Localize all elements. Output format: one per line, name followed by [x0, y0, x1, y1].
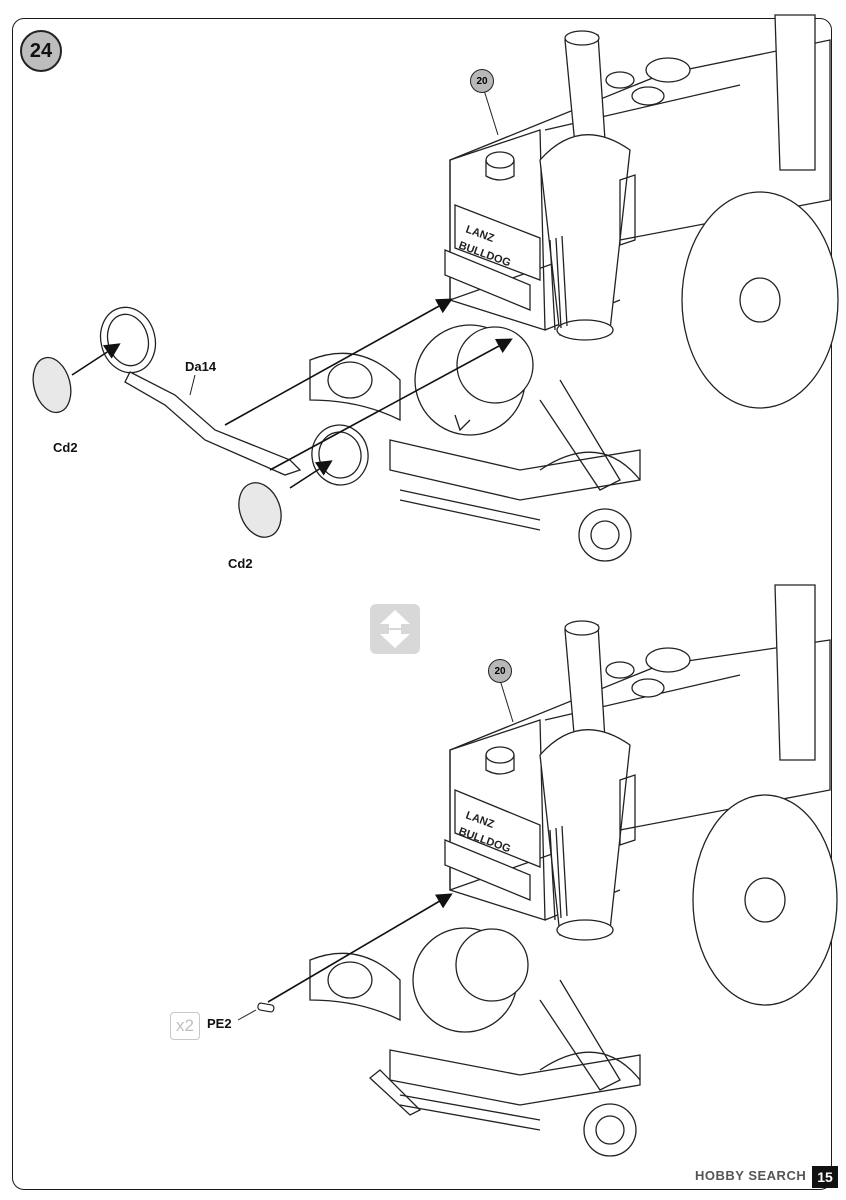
label-pe2: PE2 — [207, 1016, 232, 1031]
ref-badge-top-text: 20 — [476, 75, 488, 87]
ref-badge-bottom: 20 — [488, 659, 512, 683]
pe2-part — [257, 1002, 275, 1013]
watermark-text: HOBBY SEARCH — [695, 1168, 807, 1183]
page-frame — [12, 18, 832, 1190]
label-da14: Da14 — [185, 359, 217, 374]
step-number: 24 — [29, 39, 53, 62]
label-cd2-left: Cd2 — [53, 440, 78, 455]
tractor-drawing-top: LANZ BULLDOG — [309, 14, 839, 562]
page-number-text: 15 — [817, 1169, 833, 1185]
ref-badge-top: 20 — [470, 69, 494, 93]
step-number-badge: 24 — [20, 30, 62, 72]
label-cd2-bottom: Cd2 — [228, 556, 253, 571]
page-number: 15 — [812, 1166, 838, 1188]
quantity-badge: x2 — [170, 1012, 200, 1040]
tractor-drawing-bottom: LANZ BULLDOG — [309, 584, 838, 1157]
headlight-parts-top — [32, 306, 369, 538]
ref-badge-bottom-text: 20 — [494, 665, 506, 677]
watermark-brand: HOBBY SEARCH — [695, 1168, 806, 1183]
up-down-arrows-icon — [370, 604, 420, 654]
quantity-text: x2 — [176, 1016, 194, 1035]
